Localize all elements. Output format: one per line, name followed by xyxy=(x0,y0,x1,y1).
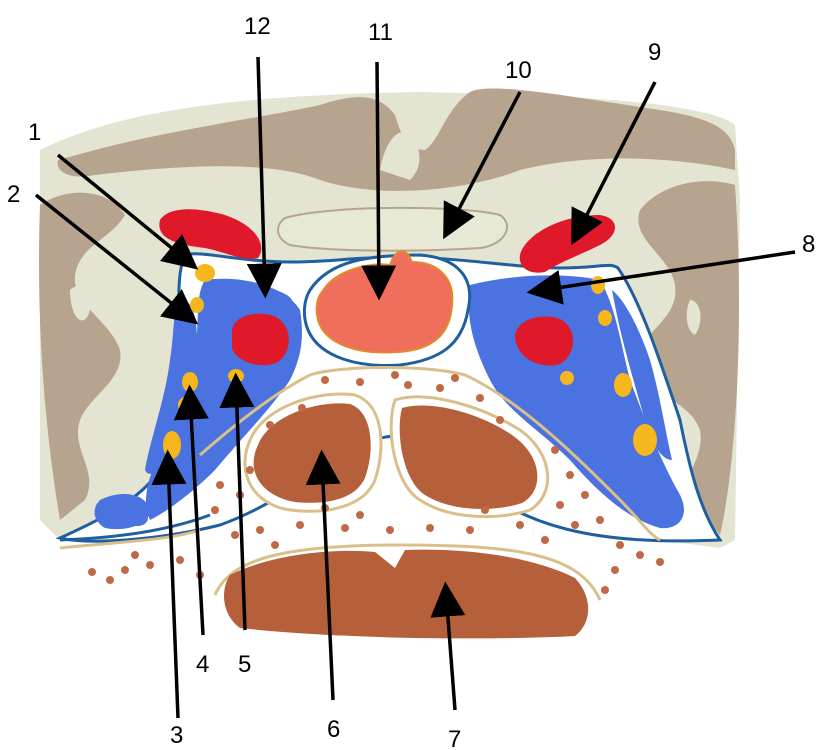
label-5: 5 xyxy=(238,651,251,678)
fat-spot xyxy=(163,431,181,459)
label-4: 4 xyxy=(196,651,209,678)
label-8: 8 xyxy=(802,231,815,258)
label-3: 3 xyxy=(170,722,183,749)
left-muscle-spot xyxy=(128,510,148,526)
label-2: 2 xyxy=(7,181,20,208)
fat-spot xyxy=(190,297,204,313)
fat-spot xyxy=(633,424,657,456)
label-7: 7 xyxy=(448,726,461,750)
label-6: 6 xyxy=(327,716,340,743)
label-12: 12 xyxy=(244,13,271,40)
fat-spot xyxy=(195,264,215,282)
fat-spot xyxy=(228,369,244,383)
fat-spot xyxy=(182,372,198,392)
fat-spot xyxy=(614,373,632,397)
label-1: 1 xyxy=(28,119,41,146)
fat-spot xyxy=(591,276,605,294)
label-10: 10 xyxy=(505,57,532,84)
label-11: 11 xyxy=(368,19,393,46)
ventral-plate xyxy=(278,208,507,251)
lower-mass xyxy=(224,550,588,639)
fat-spot xyxy=(560,371,574,385)
fat-spot xyxy=(598,310,612,326)
arrow-11 xyxy=(377,62,379,290)
vessel-left xyxy=(232,314,289,365)
label-9: 9 xyxy=(648,39,661,66)
